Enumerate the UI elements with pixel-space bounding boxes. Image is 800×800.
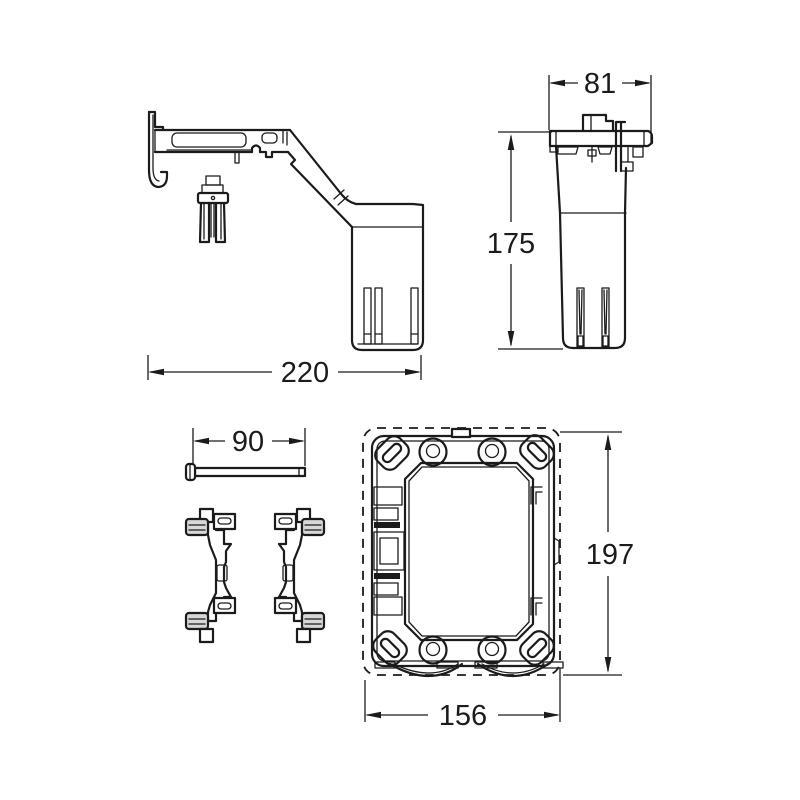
dim-label-frame-height: 197 [586,539,634,571]
corner-slot [519,630,555,666]
front-view: 81 175 [487,68,654,350]
left-rail-details [373,486,405,616]
clip-knob [184,517,210,537]
right-rail-details [530,486,560,616]
dimension-81: 81 [548,68,652,143]
arrow-right-icon [405,368,421,376]
clip-hole [216,564,228,582]
clip-bar [212,596,237,615]
container-cup-side [350,202,425,352]
arrow-left-icon [549,79,565,87]
dimension-197: 197 [560,431,634,676]
body-slot [601,287,610,348]
arrow-right-icon [635,79,651,87]
mounting-clip-left [184,507,237,644]
frame-top-tab [450,427,472,439]
arrow-left-icon [193,437,209,445]
arrow-right-icon [544,711,560,719]
mounting-clip-right [273,507,326,644]
arrow-left-icon [148,368,164,376]
dim-label-frame-width: 156 [439,700,487,732]
rod [184,462,307,482]
clip-bar [212,512,237,531]
arrow-right-icon [289,437,305,445]
clips-view [184,507,326,644]
arm-tray [171,132,247,148]
cup-slot [363,287,372,345]
dimension-175: 175 [487,131,563,350]
side-bracket [614,120,644,173]
arm-diagonal-upper [288,128,358,206]
bottom-feet [374,661,564,678]
body-slot [576,287,585,348]
spring-wire [476,662,550,677]
container-body-front [554,144,628,350]
dimension-90: 90 [192,426,306,466]
clip-knob [184,611,210,631]
corner-slot [519,434,555,470]
top-tab [581,113,615,133]
rod-view: 90 [184,426,307,482]
central-opening [403,461,535,642]
clip-tab [198,627,215,644]
vent-slots [555,146,613,163]
arrow-left-icon [365,711,381,719]
arrow-up-icon [507,134,515,150]
arm-detail [261,132,278,144]
frame-view: 197 156 [362,427,634,732]
dim-label-front-width: 81 [584,68,616,100]
arrow-up-icon [604,434,612,450]
spring-wire [388,662,464,678]
side-view: 220 [147,110,425,389]
arrow-down-icon [507,331,515,347]
dim-label-front-height: 175 [487,228,535,260]
cup-slot [410,287,419,345]
support-arm [153,128,358,229]
cup-slot [374,287,383,345]
flange [548,129,654,153]
corner-slot [372,630,408,666]
arm-diagonal-lower [286,150,354,229]
dimension-220: 220 [147,355,422,389]
valve-insert [196,175,230,244]
wall-bracket [147,110,169,189]
arrow-down-icon [604,657,612,673]
dim-label-side-width: 220 [281,357,329,389]
dimension-156: 156 [364,668,561,732]
dim-label-rod-length: 90 [232,426,264,458]
corner-slot [374,435,410,471]
